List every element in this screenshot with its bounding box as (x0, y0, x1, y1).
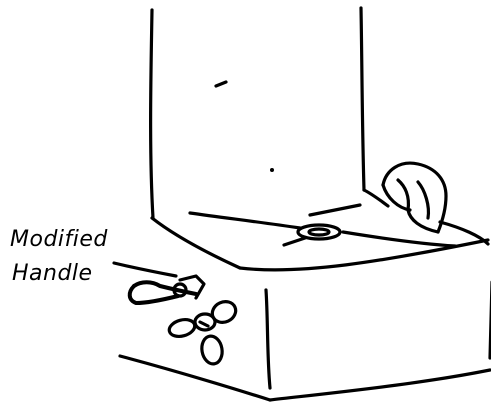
cabinet-body (120, 282, 491, 400)
backsplash-panel (151, 8, 364, 268)
valve-handle (167, 298, 239, 366)
annotation-leader-line (114, 263, 176, 276)
modified-handle (130, 276, 204, 303)
backsplash-marks (216, 82, 274, 172)
annotation-label-line2: Handle (12, 261, 93, 286)
bubbler-spout (383, 163, 446, 232)
annotation-label-line1: Modified (10, 227, 108, 252)
drain-ring (298, 225, 340, 239)
